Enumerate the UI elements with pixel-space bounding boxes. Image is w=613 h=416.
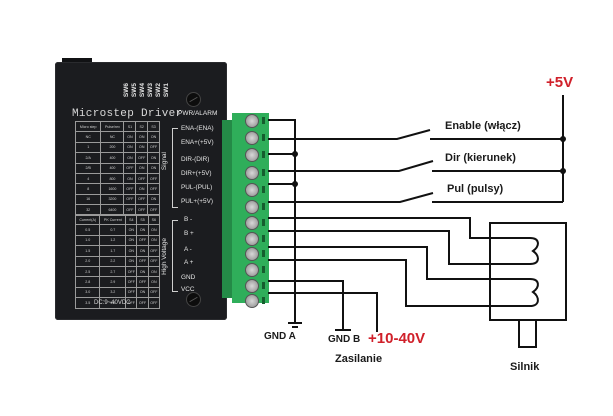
gnd-a-label: GND A: [264, 331, 296, 342]
motor-coil-1-icon: [529, 237, 539, 265]
pin-label-pul-minus: PUL-(PUL): [181, 184, 213, 191]
terminal-slot: [262, 169, 265, 176]
wire-gnd: [268, 280, 344, 330]
high-voltage-bracket: [172, 220, 178, 292]
pul-label: Pul (pulsy): [447, 183, 504, 195]
pin-label-b-minus: B -: [184, 216, 193, 223]
wire-pul-plus: [268, 192, 434, 203]
pin-label-gnd: GND: [181, 274, 196, 281]
plus5v-label: +5V: [546, 74, 574, 91]
terminal-screw-icon: [245, 279, 259, 293]
junction-dot: [560, 168, 566, 174]
wire-ena-minus-bus: [268, 119, 296, 322]
wire-a-plus: [268, 259, 530, 307]
terminal-screw-icon: [245, 148, 259, 162]
terminal-screw-icon: [245, 183, 259, 197]
terminal-screw-icon: [245, 216, 259, 230]
terminal-screw-icon: [245, 131, 259, 145]
dir-label: Dir (kierunek): [445, 152, 516, 164]
table-cell: OFF: [147, 297, 161, 309]
junction-dot: [292, 151, 298, 157]
terminal-slot: [262, 203, 265, 210]
terminal-slot: [262, 219, 265, 226]
terminal-slot: [262, 117, 265, 124]
terminal-slot: [262, 266, 265, 273]
terminal-screw-icon: [245, 294, 259, 308]
wire-ena-plus: [268, 129, 431, 140]
motor-coil-2-icon: [529, 278, 539, 307]
terminal-slot: [262, 134, 265, 141]
pwr-alarm-label: PWR/ALARM: [178, 110, 218, 117]
supply-label: Zasilanie: [335, 353, 383, 365]
terminal-screw-icon: [245, 263, 259, 277]
pin-label-ena-minus: ENA-(ENA): [181, 125, 214, 132]
wire-a-minus: [268, 246, 530, 280]
pin-label-vcc: VCC: [181, 286, 195, 293]
gnd-b-label: GND B: [328, 334, 361, 345]
signal-bracket: [172, 128, 178, 208]
pin-label-a-plus: A +: [184, 259, 194, 266]
pin-label-pul-plus: PUL+(+5V): [181, 198, 213, 205]
pin-label-dir-plus: DIR+(+5V): [181, 170, 212, 177]
terminal-screw-icon: [245, 200, 259, 214]
wire-dir-plus: [268, 160, 434, 172]
wire-b-minus: [268, 217, 530, 239]
motor-label: Silnik: [510, 361, 540, 373]
junction-dot: [560, 136, 566, 142]
terminal-slot: [262, 297, 265, 304]
pin-label-a-minus: A -: [184, 246, 192, 253]
supply-voltage-label: +10-40V: [368, 330, 426, 347]
terminal-slot: [262, 282, 265, 289]
enable-label: Enable (włącz): [445, 120, 521, 132]
terminal-slot: [262, 250, 265, 257]
pin-label-ena-plus: ENA+(+5V): [181, 139, 214, 146]
driver-title: Microstep Driver: [72, 108, 183, 120]
wire-vcc: [268, 292, 378, 332]
pin-label-dir-minus: DIR-(DIR): [181, 156, 210, 163]
motor-shaft: [518, 319, 537, 348]
mount-screw-icon: [186, 92, 201, 107]
terminal-slot: [262, 186, 265, 193]
terminal-screw-icon: [245, 166, 259, 180]
junction-dot: [292, 181, 298, 187]
supply-rating: DC:9~40VDC: [94, 300, 131, 306]
pin-label-b-plus: B +: [184, 230, 194, 237]
terminal-screw-icon: [245, 232, 259, 246]
terminal-screw-icon: [245, 114, 259, 128]
terminal-screw-icon: [245, 247, 259, 261]
mount-screw-icon: [186, 292, 201, 307]
table-cell: 3.5: [74, 297, 101, 309]
terminal-slot: [262, 151, 265, 158]
terminal-slot: [262, 235, 265, 242]
